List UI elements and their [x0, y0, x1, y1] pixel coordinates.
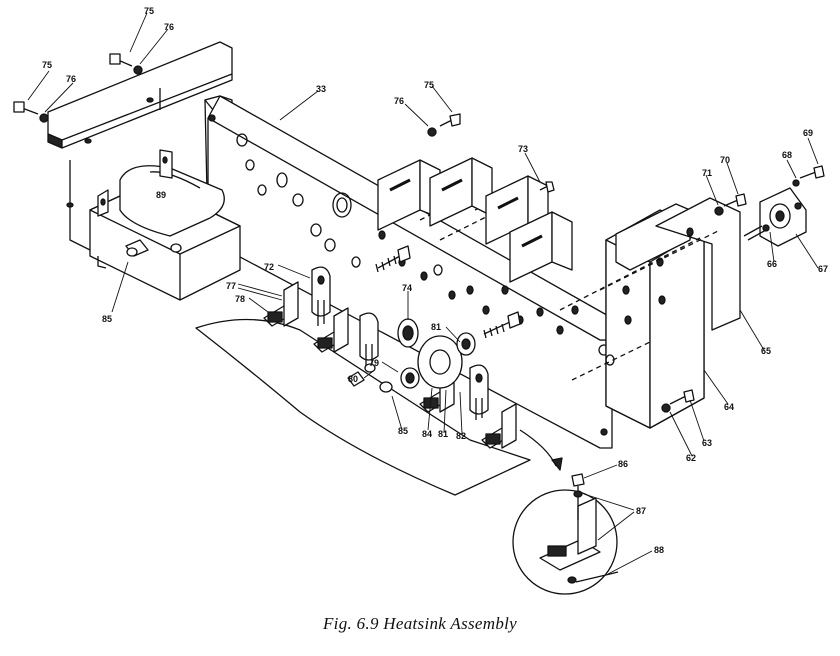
callout-33: 33	[316, 84, 326, 94]
callout-88: 88	[654, 545, 664, 555]
callout-89: 89	[156, 190, 166, 200]
callout-75: 75	[144, 6, 154, 16]
insulator-washer-stack	[347, 318, 476, 393]
callout-76: 76	[164, 22, 174, 32]
callout-75: 75	[424, 80, 434, 90]
callout-85: 85	[102, 314, 112, 324]
small-screws-right	[539, 165, 825, 413]
power-transistors	[311, 266, 489, 420]
figure-caption: Fig. 6.9 Heatsink Assembly	[323, 614, 517, 633]
callout-63: 63	[702, 438, 712, 448]
callout-82: 82	[456, 431, 466, 441]
callout-81: 81	[431, 322, 441, 332]
callout-65: 65	[761, 346, 771, 356]
long-screws	[375, 245, 521, 339]
detail-inset-circle	[512, 429, 619, 595]
callout-84: 84	[422, 429, 432, 439]
callout-81: 81	[438, 429, 448, 439]
callout-79: 79	[369, 358, 379, 368]
callout-70: 70	[720, 155, 730, 165]
right-channel-bracket	[559, 197, 741, 429]
leader-lines	[27, 12, 819, 575]
callout-72: 72	[264, 262, 274, 272]
callout-68: 68	[782, 150, 792, 160]
callout-62: 62	[686, 453, 696, 463]
callout-66: 66	[767, 259, 777, 269]
callout-76: 76	[66, 74, 76, 84]
callout-76: 76	[394, 96, 404, 106]
top-screws	[13, 53, 461, 137]
callout-78: 78	[235, 294, 245, 304]
chassis-rail	[204, 95, 613, 449]
curved-circuit-board	[195, 318, 531, 496]
callout-87: 87	[636, 506, 646, 516]
rear-mounting-plate	[47, 41, 233, 256]
callout-85: 85	[398, 426, 408, 436]
rectifier-disc	[743, 187, 807, 247]
callout-73: 73	[518, 144, 528, 154]
callout-86: 86	[618, 459, 628, 469]
callout-69: 69	[803, 128, 813, 138]
callout-71: 71	[702, 168, 712, 178]
power-transformer	[89, 149, 241, 301]
callout-67: 67	[818, 264, 828, 274]
finned-heatsink	[377, 157, 573, 283]
callout-64: 64	[724, 402, 734, 412]
callout-77: 77	[226, 281, 236, 291]
callout-74: 74	[402, 283, 412, 293]
callout-labels: 75 76 75 76 33 76 75 73 89 85 72 77 78 7…	[42, 6, 828, 555]
callout-75: 75	[42, 60, 52, 70]
callout-80: 80	[348, 374, 358, 384]
